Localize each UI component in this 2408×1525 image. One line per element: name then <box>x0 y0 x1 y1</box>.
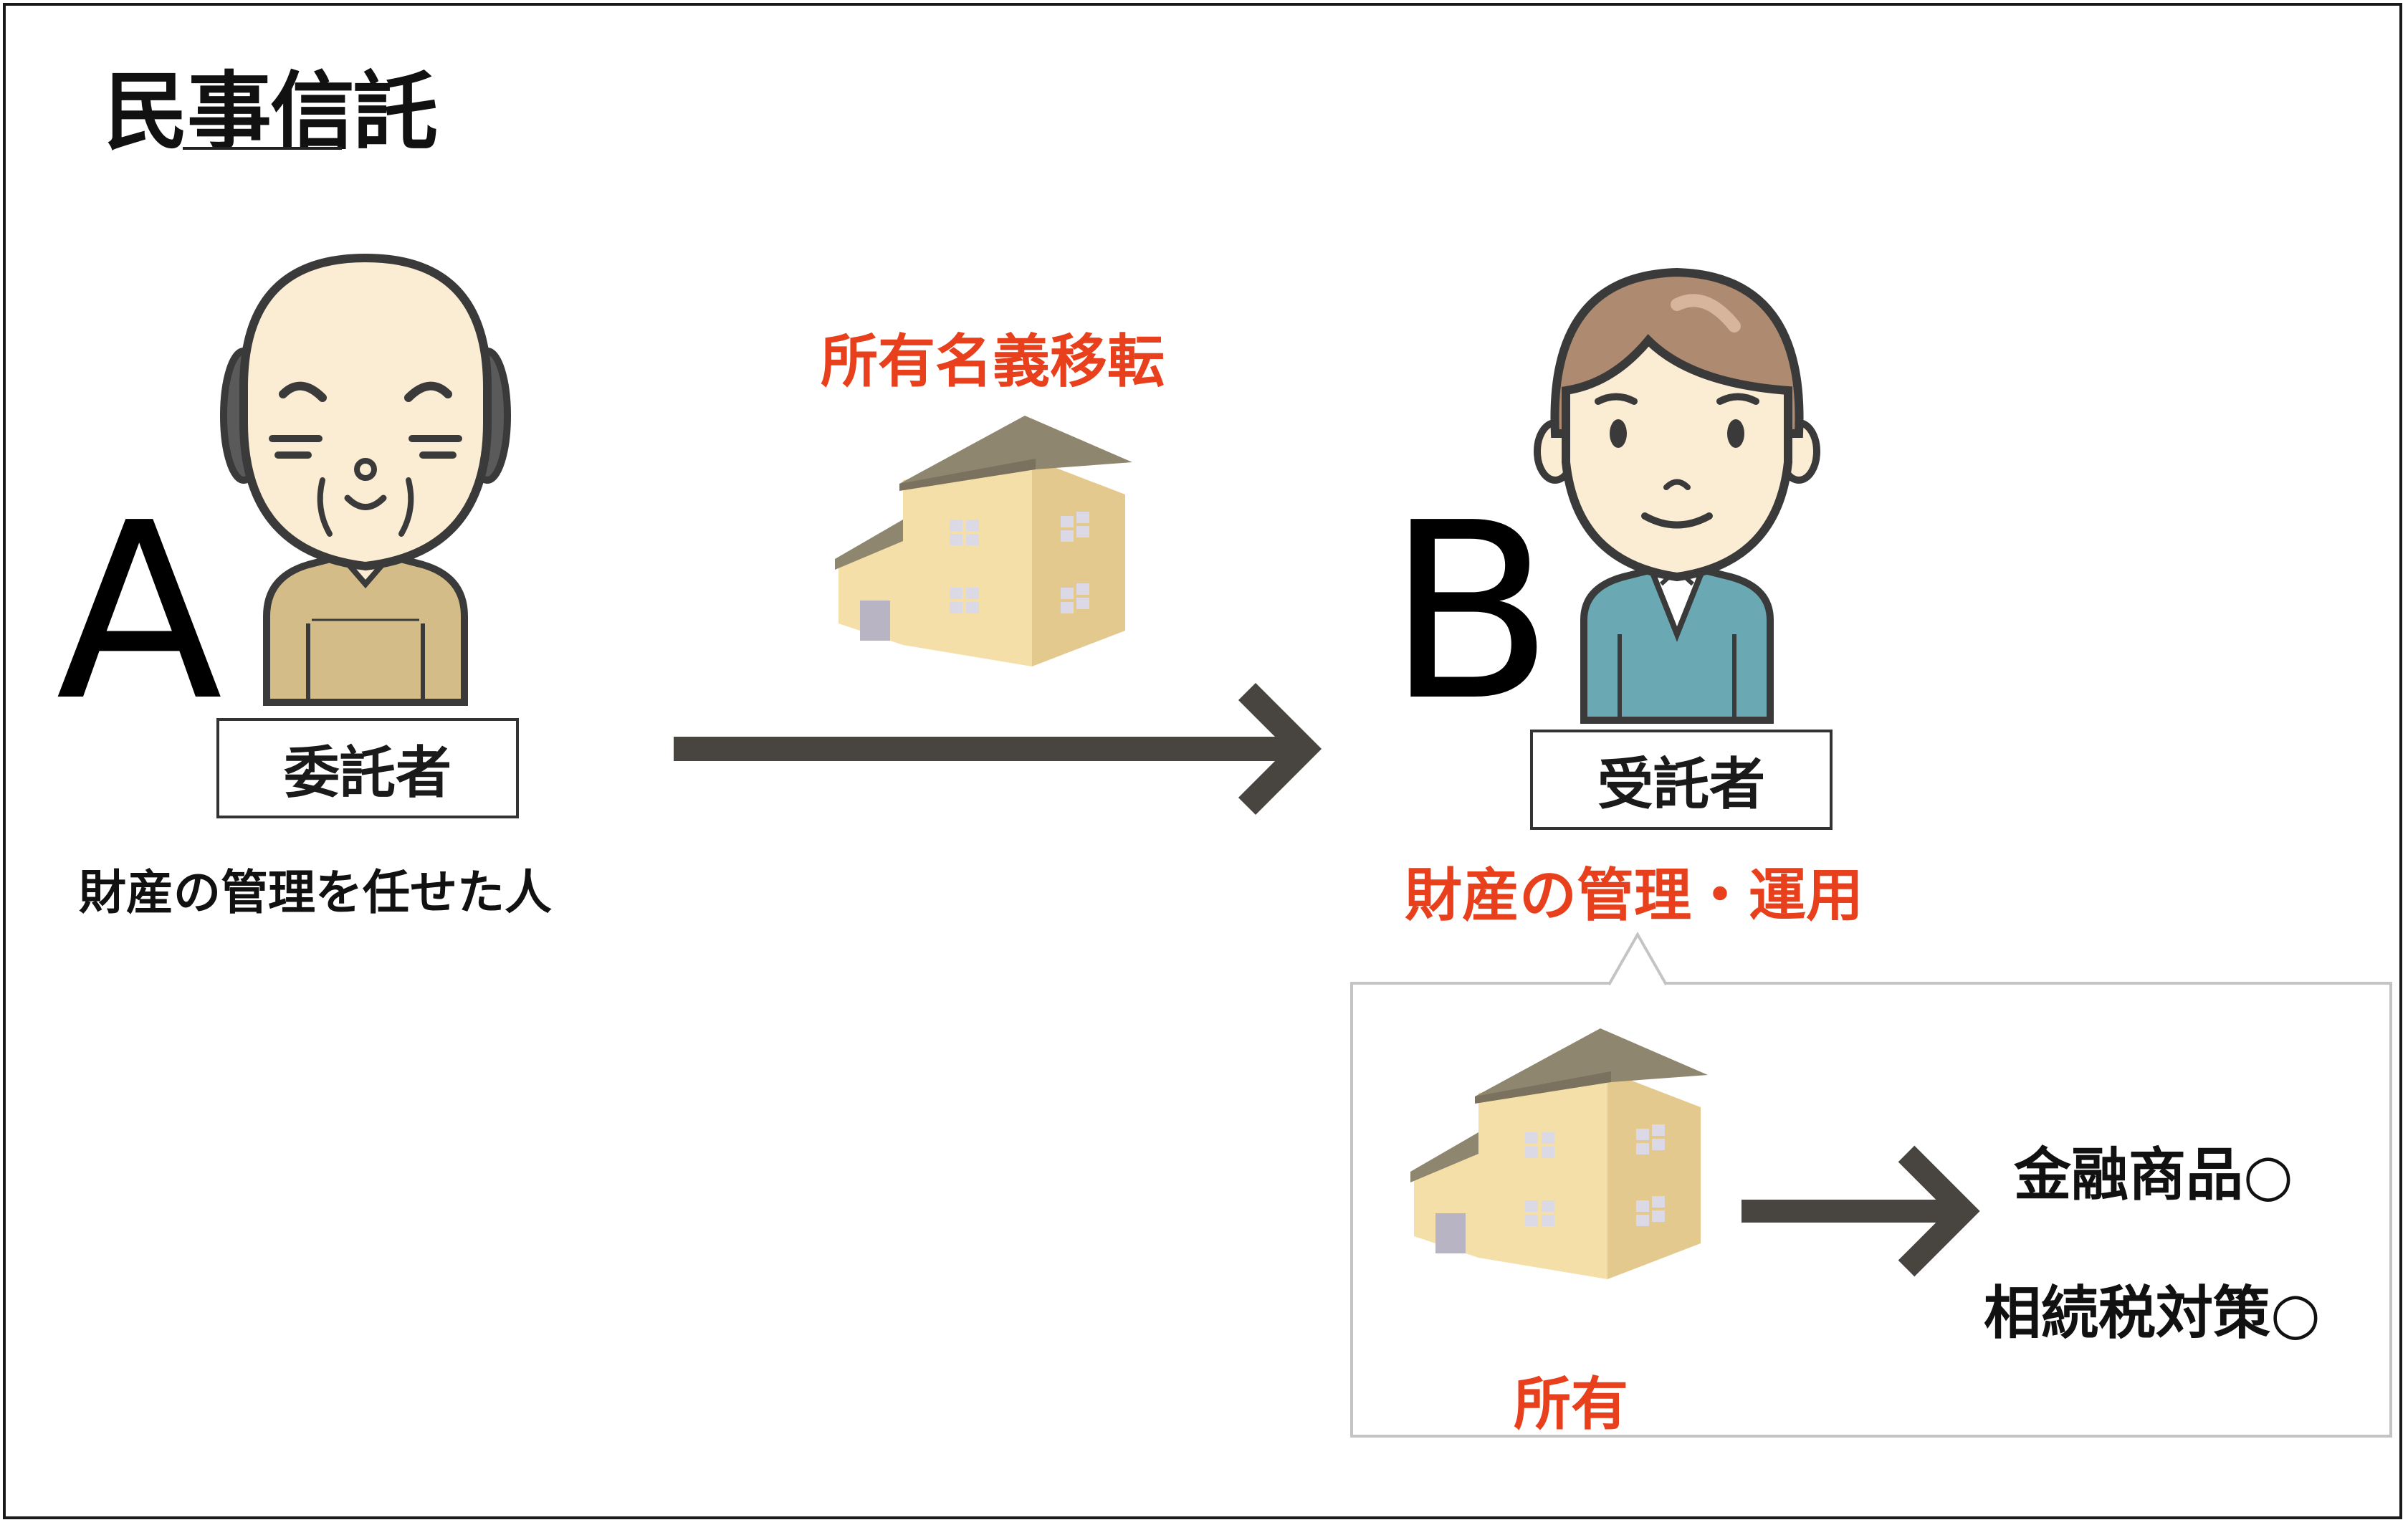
businessman-icon <box>1534 267 1820 724</box>
trustor-description: 財産の管理を任せた人 <box>79 865 552 920</box>
trustor-role-box: 委託者 <box>216 718 519 818</box>
trustee-role: 受託者 <box>1597 752 1765 817</box>
house-icon <box>1410 1028 1708 1279</box>
trustee-role-box: 受託者 <box>1530 730 1833 830</box>
trustee-letter: B <box>1387 471 1554 755</box>
title-underline <box>183 147 342 150</box>
result-inheritance-tax: 相続税対策○ <box>1984 1280 2321 1347</box>
ownership-label: 所有 <box>1514 1371 1628 1438</box>
trustor-letter: A <box>56 471 223 755</box>
page-title: 民事信託 <box>104 62 438 161</box>
elderly-man-icon <box>220 253 511 706</box>
callout-pointer <box>1607 931 1668 986</box>
trustor-role: 委託者 <box>283 741 452 805</box>
outer-frame <box>3 3 2402 1519</box>
house-icon <box>835 416 1132 666</box>
result-financial-products: 金融商品○ <box>2014 1142 2293 1208</box>
arrow-right-icon <box>1742 1145 1980 1277</box>
trustee-description: 財産の管理・運用 <box>1405 862 1863 929</box>
arrow-right-icon <box>674 682 1322 816</box>
transfer-label: 所有名義移転 <box>821 328 1165 395</box>
